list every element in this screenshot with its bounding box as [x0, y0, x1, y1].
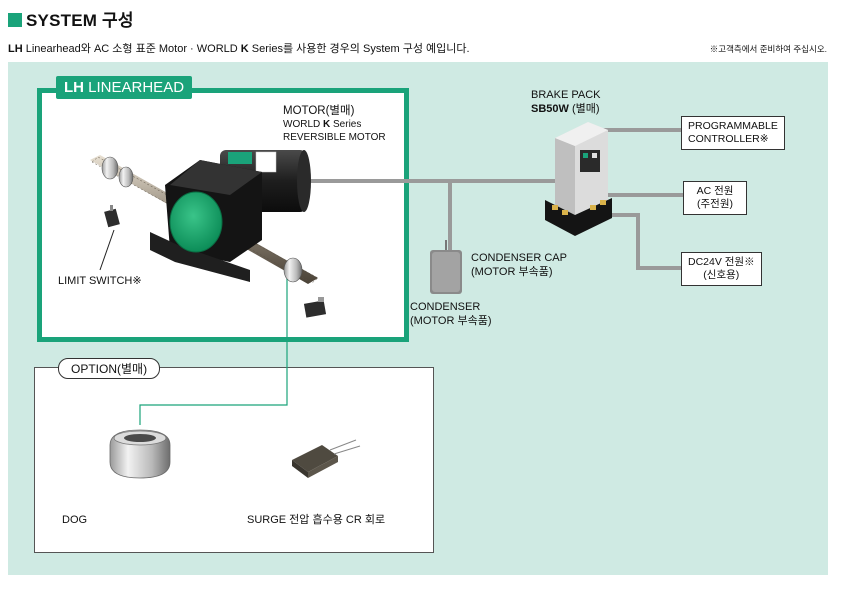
option-box — [34, 367, 434, 553]
surge-cr-icon — [292, 439, 361, 478]
title-square-icon — [8, 13, 22, 27]
page-title: SYSTEM 구성 — [8, 6, 134, 31]
ac-line1: AC 전원 — [696, 185, 734, 197]
dog-label: DOG — [62, 514, 88, 526]
motor-label: MOTOR(별매) WORLD K Series REVERSIBLE MOTO… — [283, 104, 386, 144]
page-subtitle: LH Linearhead와 AC 소형 표준 Motor · WORLD K … — [8, 40, 470, 56]
motor-label-k: K — [323, 119, 331, 130]
condenser-cap-label-line2: (MOTOR 부속품) — [471, 266, 553, 278]
ac-power-box: AC 전원 (주전원) — [683, 181, 747, 215]
motor-label-line3: REVERSIBLE MOTOR — [283, 132, 386, 143]
dc-line1: DC24V 전원※ — [688, 256, 755, 268]
condenser-label: CONDENSER (MOTOR 부속품) — [410, 300, 491, 328]
linearhead-label-text: LINEARHEAD — [84, 79, 185, 96]
dc24v-power-box: DC24V 전원※ (신호용) — [681, 252, 762, 286]
condenser-label-line1: CONDENSER — [410, 301, 481, 313]
subtitle-lh: LH — [8, 43, 23, 55]
motor-label-series: Series — [330, 119, 362, 130]
rod-nut-icon — [101, 156, 303, 283]
limit-switch-label: LIMIT SWITCH※ — [58, 275, 142, 287]
condenser-cap-label-line1: CONDENSER CAP — [471, 252, 567, 264]
linearhead-label-lh: LH — [64, 79, 84, 96]
condenser-icon — [430, 240, 462, 294]
brake-pack-label: BRAKE PACK SB50W (별매) — [531, 88, 601, 116]
option-connector-line — [139, 278, 288, 425]
brake-pack-label-line1: BRAKE PACK — [531, 89, 601, 101]
dog-ring-icon — [109, 429, 171, 479]
motor-label-line2: WORLD K Series — [283, 118, 386, 131]
motor-label-line1: MOTOR(별매) — [283, 105, 355, 117]
linearhead-label: LH LINEARHEAD — [56, 76, 193, 99]
limit-switch-2-icon — [303, 297, 327, 318]
brake-pack-note: (별매) — [568, 103, 600, 115]
page-title-text: SYSTEM 구성 — [26, 11, 134, 30]
condenser-cap-label: CONDENSER CAP (MOTOR 부속품) — [471, 251, 567, 279]
condenser-label-line2: (MOTOR 부속품) — [410, 315, 492, 327]
surge-cr-label: SURGE 전압 흡수용 CR 회로 — [247, 514, 386, 526]
subtitle-k: K — [240, 43, 249, 55]
motor-label-world: WORLD — [283, 119, 323, 130]
brake-pack-model: SB50W — [531, 103, 569, 115]
option-label: OPTION(별매) — [58, 358, 161, 379]
plc-line1: PROGRAMMABLE — [688, 120, 778, 132]
ac-line2: (주전원) — [697, 198, 733, 210]
customer-note: ※고객측에서 준비하여 주십시오. — [709, 44, 827, 54]
wire-brake-to-dc — [600, 213, 683, 270]
programmable-controller-box: PROGRAMMABLE CONTROLLER※ — [681, 116, 785, 150]
limit-switch-icon — [99, 205, 120, 271]
wiring — [305, 128, 683, 270]
subtitle-mid: Linearhead와 AC 소형 표준 Motor · WORLD — [22, 43, 241, 55]
brake-pack-icon — [545, 122, 612, 236]
dc-line2: (신호용) — [703, 269, 740, 281]
plc-line2: CONTROLLER※ — [688, 133, 769, 145]
subtitle-end: Series를 사용한 경우의 System 구성 예입니다. — [248, 43, 470, 55]
motor-icon — [150, 150, 311, 282]
